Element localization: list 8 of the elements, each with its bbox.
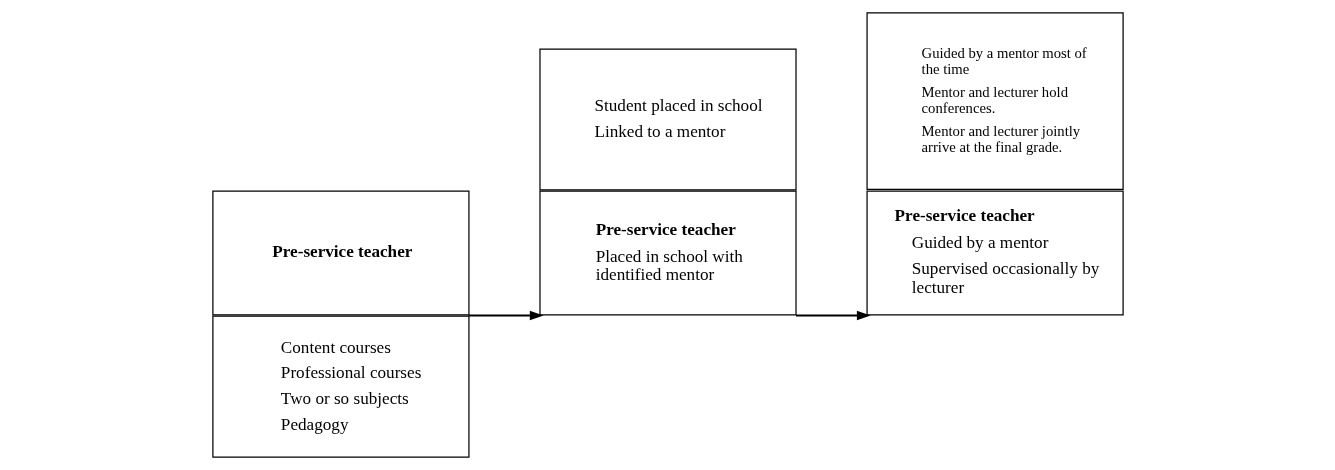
node-box: Guided by a mentor most of the time Mentor and lecturer hold conferences. Mentor and lecturer jointly arrive at the final grade. xyxy=(865,12,1124,190)
arrow xyxy=(467,310,544,321)
node-box: Pre-service teacher xyxy=(211,190,470,316)
node-box: Content courses Professional courses Two or so subjects Pedagogy xyxy=(211,315,470,458)
node-box: Student placed in school Linked to a mentor xyxy=(538,48,797,191)
node-box: Pre-service teacher Guided by a mentor Supervised occasionally by lecturer xyxy=(865,190,1124,316)
arrow xyxy=(794,310,871,321)
node-box: Pre-service teacher Placed in school with identified mentor xyxy=(538,190,797,316)
